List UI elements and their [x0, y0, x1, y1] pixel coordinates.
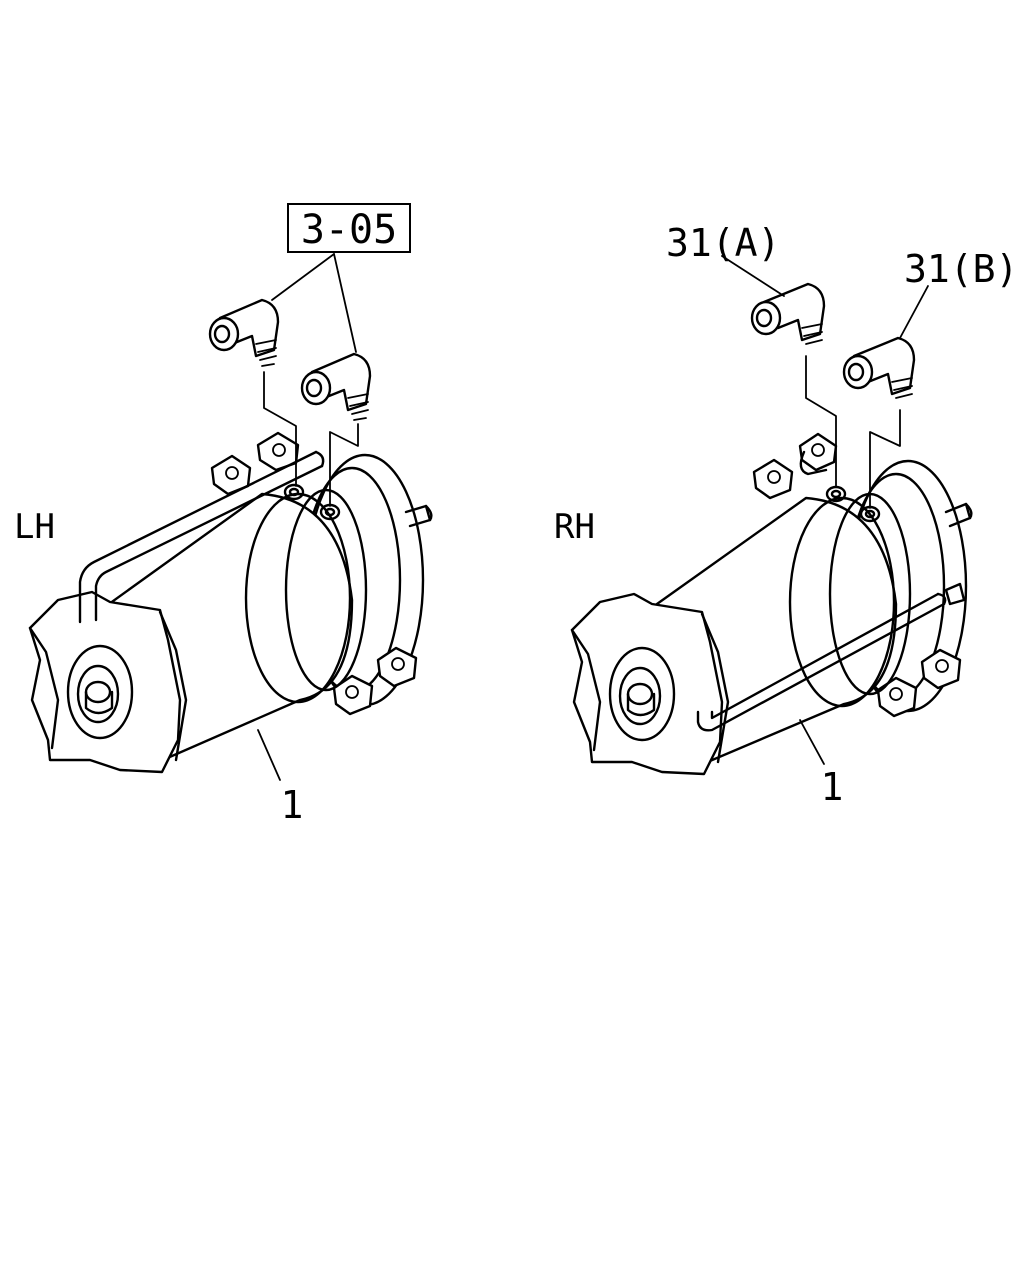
rh-mounting-lugs: [752, 432, 962, 718]
lh-part-number[interactable]: 1: [281, 783, 304, 827]
fitting-b-label[interactable]: 31(B): [904, 247, 1018, 291]
rh-elbow-fitting-a: [750, 282, 826, 345]
ref-box-frame: [287, 203, 411, 253]
rh-leader-lines: [721, 255, 929, 765]
rh-front-flange: [570, 592, 730, 776]
lh-elbow-fitting-lower: [300, 352, 372, 421]
ref-box-label[interactable]: 3-05: [301, 207, 397, 253]
lh-side-label: LH: [14, 507, 55, 547]
lh-brake-chamber: [28, 253, 433, 781]
lh-elbow-fitting-upper: [208, 298, 280, 367]
rh-side-label: RH: [554, 507, 595, 547]
lh-air-tube: [78, 450, 325, 624]
lh-front-flange: [28, 590, 188, 774]
lh-leader-lines: [257, 253, 359, 781]
rh-elbow-fitting-b: [842, 336, 916, 399]
rh-air-tube: [696, 450, 947, 732]
rh-brake-chamber: [570, 255, 973, 776]
fitting-a-label[interactable]: 31(A): [666, 221, 780, 265]
rh-part-number[interactable]: 1: [821, 765, 844, 809]
